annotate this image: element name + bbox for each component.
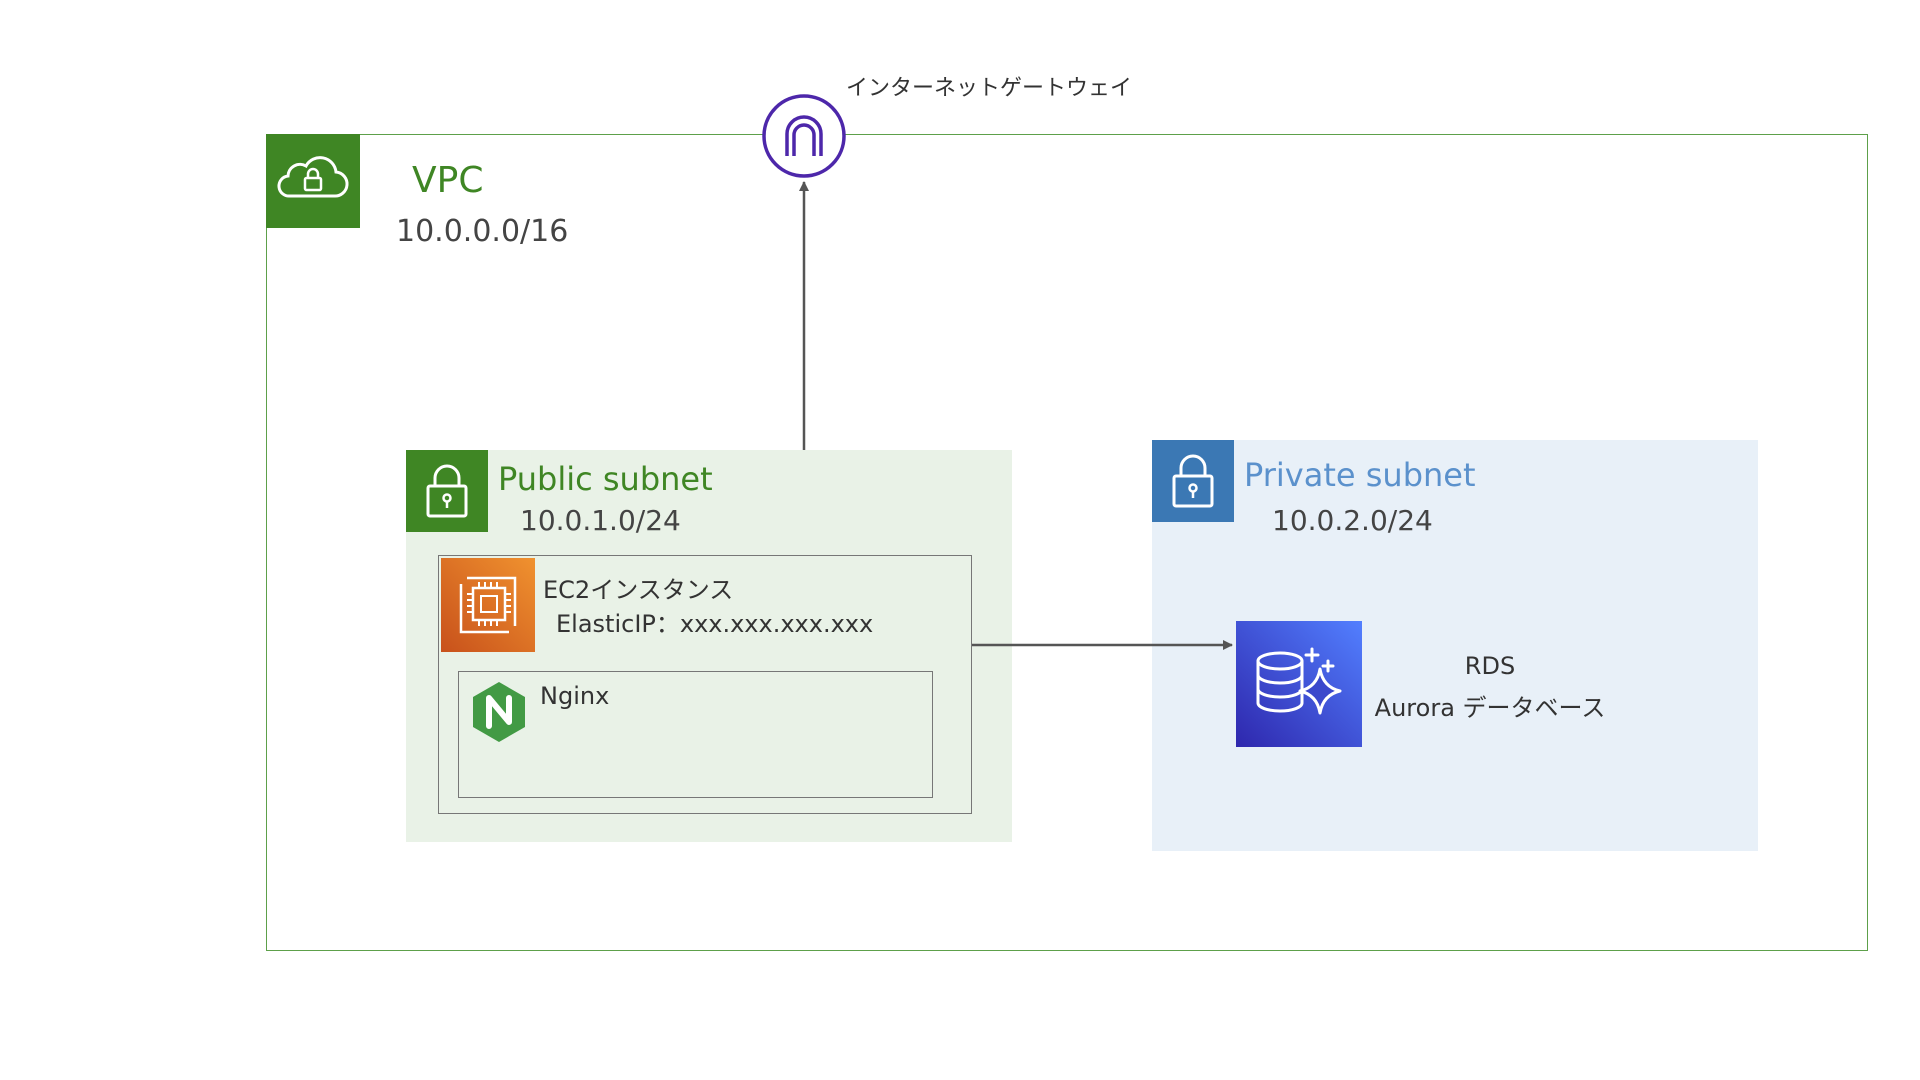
private-subnet-padlock-icon bbox=[1152, 440, 1234, 522]
private-subnet-cidr: 10.0.2.0/24 bbox=[1272, 504, 1433, 537]
ec2-chip-icon bbox=[441, 558, 535, 652]
nginx-title: Nginx bbox=[540, 682, 610, 710]
ec2-title: EC2インスタンス bbox=[543, 576, 734, 604]
vpc-container bbox=[266, 134, 1868, 951]
public-subnet-cidr: 10.0.1.0/24 bbox=[520, 504, 681, 537]
aurora-database-icon bbox=[1236, 621, 1362, 747]
nginx-container bbox=[458, 671, 933, 798]
rds-subtitle: Aurora データベース bbox=[1374, 694, 1606, 722]
vpc-cidr: 10.0.0.0/16 bbox=[396, 214, 569, 249]
internet-gateway-icon bbox=[760, 92, 848, 180]
ec2-instance-container bbox=[438, 555, 972, 814]
public-subnet-padlock-icon bbox=[406, 450, 488, 532]
vpc-cloud-lock-icon bbox=[266, 134, 360, 228]
ec2-elastic-ip: ElasticIP：xxx.xxx.xxx.xxx bbox=[556, 610, 874, 638]
rds-title: RDS bbox=[1464, 652, 1516, 680]
public-subnet-title: Public subnet bbox=[498, 460, 713, 498]
nginx-icon bbox=[470, 680, 528, 744]
private-subnet-title: Private subnet bbox=[1244, 456, 1476, 494]
vpc-title: VPC bbox=[412, 160, 484, 201]
internet-gateway-label: インターネットゲートウェイ bbox=[846, 76, 1133, 101]
